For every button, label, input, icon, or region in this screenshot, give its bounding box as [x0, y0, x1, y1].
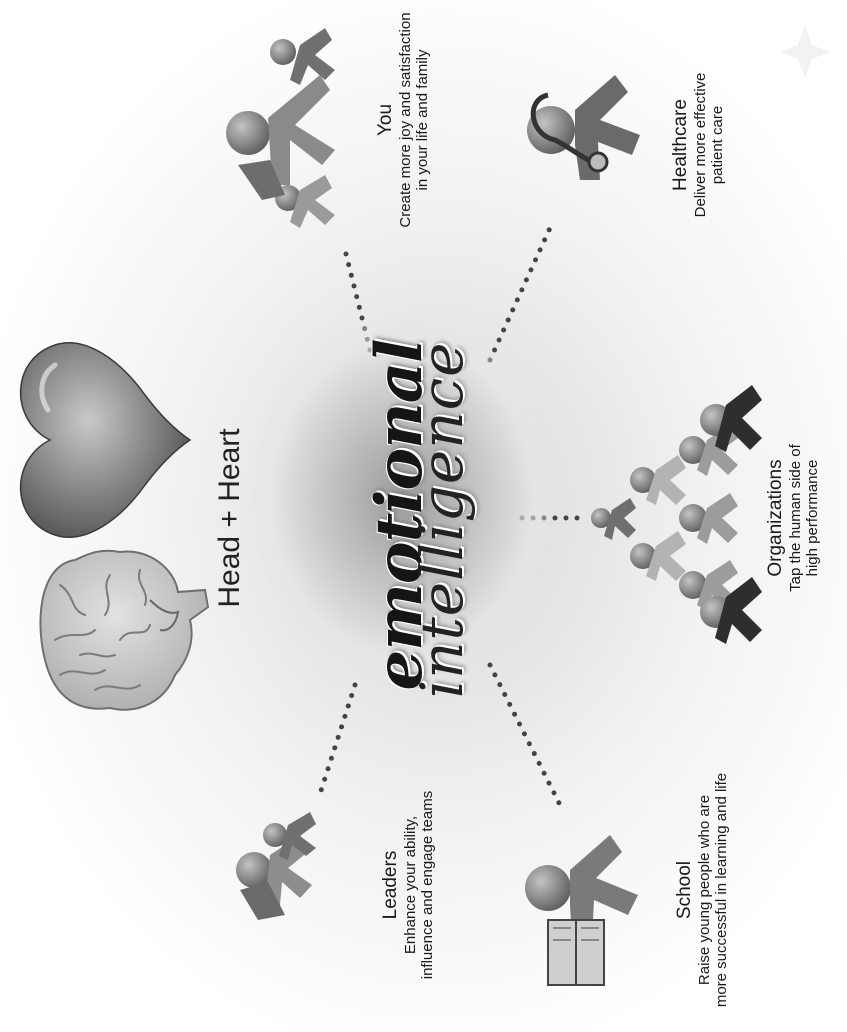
- student-book-icon: [525, 835, 638, 986]
- connector-leaders: [315, 682, 358, 803]
- node-school-desc-line1: Raise young people who are: [696, 794, 713, 986]
- node-organizations-desc-line2: high performance: [804, 459, 821, 577]
- people-pyramid-icon: [591, 385, 762, 644]
- node-you-desc-line1: Create more joy and satisfaction: [397, 12, 414, 228]
- people-icon: [226, 28, 335, 228]
- node-healthcare-desc-line1: Deliver more effective: [692, 72, 709, 218]
- head-heart-title: Head + Heart: [213, 428, 246, 608]
- node-organizations: Organizations Tap the human side of high…: [765, 418, 825, 618]
- node-leaders-desc-line2: influence and engage teams: [419, 790, 436, 980]
- doctor-stethoscope-icon: [527, 75, 640, 180]
- connector-healthcare: [487, 225, 553, 363]
- intelligence-word: intelligence: [408, 341, 476, 699]
- center-glow: [252, 318, 552, 678]
- node-you: You Create more joy and satisfaction in …: [375, 5, 435, 235]
- connector-school: [487, 662, 563, 808]
- node-school-title: School: [674, 860, 695, 920]
- node-school: School Raise young people who are more s…: [674, 760, 734, 1020]
- node-healthcare: Healthcare Deliver more effective patien…: [670, 45, 730, 245]
- sparkle-icon: [780, 25, 830, 78]
- center-title-line2: intelligence: [402, 330, 482, 710]
- node-organizations-title: Organizations: [765, 459, 786, 577]
- node-leaders: Leaders Enhance your ability, influence …: [380, 775, 440, 995]
- node-you-title: You: [375, 103, 396, 137]
- node-healthcare-desc-line2: patient care: [709, 105, 726, 185]
- brain-icon: [39, 549, 210, 711]
- node-leaders-desc-line1: Enhance your ability,: [402, 815, 419, 955]
- node-leaders-title: Leaders: [380, 850, 401, 920]
- leader-group-icon: [236, 812, 316, 920]
- node-organizations-desc-line1: Tap the human side of: [787, 444, 804, 592]
- node-healthcare-title: Healthcare: [670, 99, 691, 191]
- heart-icon: [19, 342, 192, 538]
- node-school-desc-line2: more successful in learning and life: [713, 772, 730, 1008]
- connector-you: [342, 247, 373, 353]
- node-you-desc-line2: in your life and family: [414, 49, 431, 191]
